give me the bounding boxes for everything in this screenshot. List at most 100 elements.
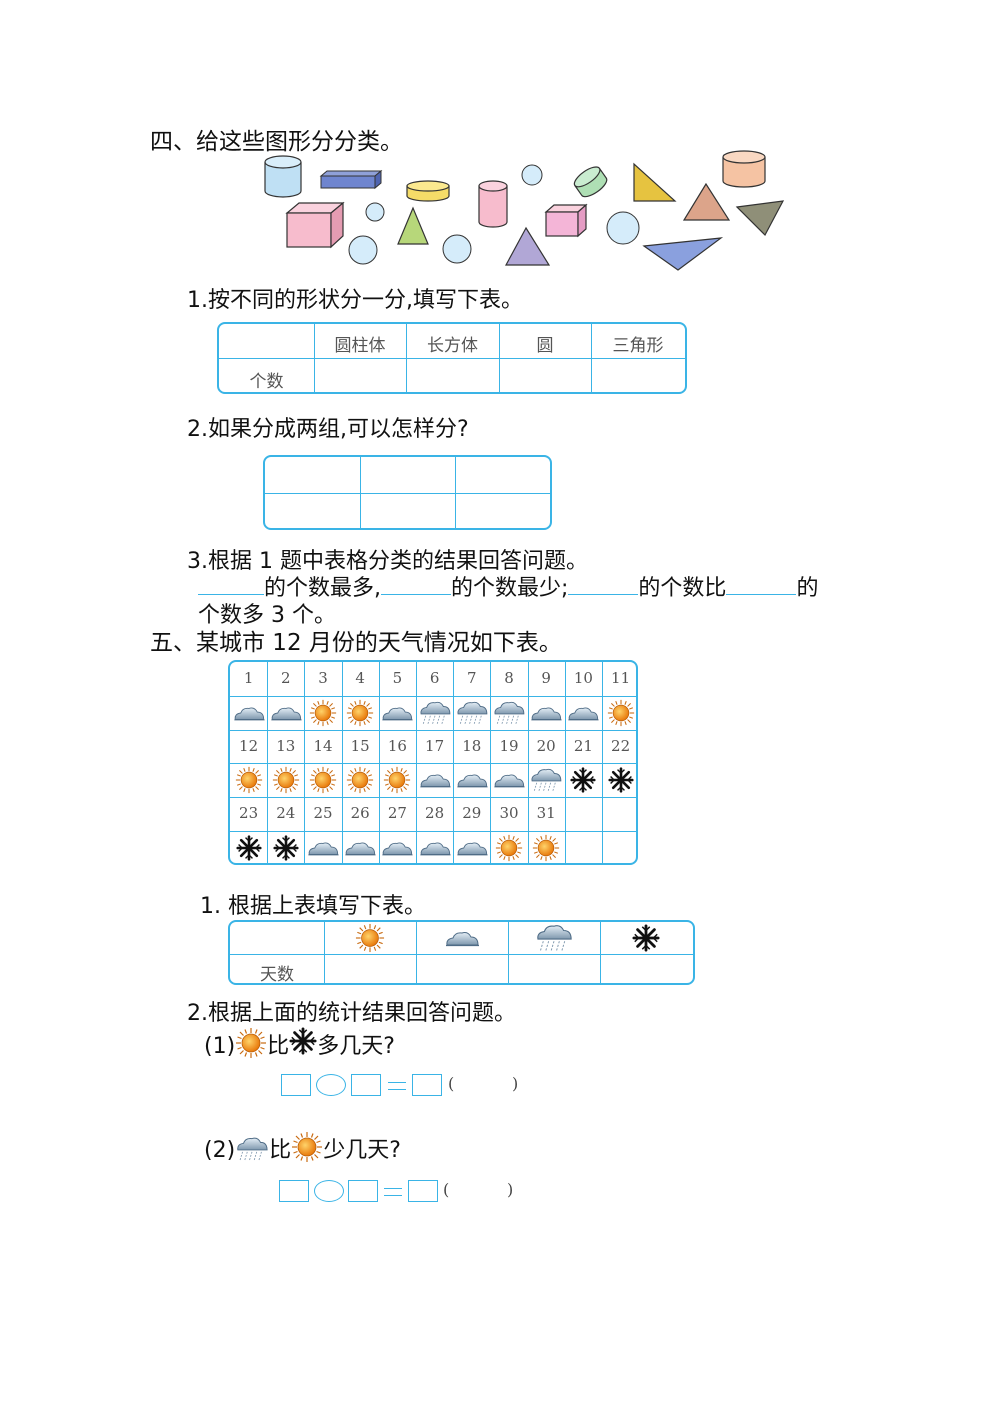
calendar-day-number: 17 bbox=[425, 736, 445, 755]
triangle-icon bbox=[682, 182, 731, 221]
snowflake-icon bbox=[632, 924, 660, 952]
sun-icon bbox=[495, 834, 523, 862]
calendar-day-number: 23 bbox=[239, 804, 259, 823]
calendar-column-divider bbox=[416, 662, 417, 863]
calendar-row-divider bbox=[230, 695, 636, 697]
days-input-snowy[interactable] bbox=[601, 955, 693, 983]
circle-icon bbox=[606, 211, 640, 245]
operator-oval[interactable] bbox=[314, 1180, 344, 1202]
calendar-column-divider bbox=[304, 662, 306, 863]
circle-icon bbox=[348, 235, 378, 265]
count-input-cuboid[interactable] bbox=[407, 359, 499, 392]
days-input-cloudy[interactable] bbox=[417, 955, 508, 983]
cloud-icon bbox=[455, 837, 489, 859]
sun-icon bbox=[607, 699, 635, 727]
equation-box[interactable] bbox=[279, 1180, 309, 1202]
sun-icon bbox=[309, 766, 337, 794]
count-input-circle[interactable] bbox=[500, 359, 591, 392]
equation-box[interactable] bbox=[351, 1074, 381, 1096]
count-input-cylinder[interactable] bbox=[315, 359, 406, 392]
answer-blank[interactable] bbox=[198, 572, 264, 595]
group-table bbox=[263, 455, 552, 530]
calendar-column-divider bbox=[453, 662, 455, 863]
shapes-illustration bbox=[264, 150, 785, 271]
circle-icon bbox=[521, 164, 543, 186]
question-4-3-line1: 的个数最多,的个数最少;的个数比的 bbox=[198, 570, 818, 602]
cloud-icon bbox=[269, 702, 303, 724]
answer-blank[interactable] bbox=[568, 572, 639, 595]
sun-icon bbox=[235, 766, 263, 794]
group-cell[interactable] bbox=[265, 457, 360, 493]
calendar-day-number: 21 bbox=[573, 736, 593, 755]
snowflake-icon bbox=[570, 767, 596, 793]
section4-title: 四、给这些图形分分类。 bbox=[150, 129, 403, 155]
calendar-day-number: 18 bbox=[462, 736, 482, 755]
equals-sign bbox=[388, 1082, 406, 1090]
calendar-day-number: 2 bbox=[281, 669, 291, 687]
equation-box[interactable] bbox=[281, 1074, 311, 1096]
shape-count-table: 圆柱体 长方体 圆 三角形 个数 bbox=[217, 322, 687, 394]
question-5-2-2: (2)比少几天? bbox=[204, 1131, 401, 1164]
sun-icon bbox=[291, 1131, 323, 1163]
group-cell[interactable] bbox=[361, 494, 455, 528]
sun-icon bbox=[346, 699, 374, 727]
sun-icon bbox=[532, 834, 560, 862]
group-cell[interactable] bbox=[456, 457, 550, 493]
triangle-icon bbox=[397, 206, 429, 245]
calendar-day-number: 6 bbox=[429, 669, 440, 687]
days-input-sunny[interactable] bbox=[325, 955, 416, 983]
open-paren: ( bbox=[443, 1180, 450, 1199]
calendar-day-number: 14 bbox=[313, 736, 333, 755]
cylinder-icon bbox=[573, 166, 608, 198]
group-cell[interactable] bbox=[265, 494, 360, 528]
equation-box[interactable] bbox=[348, 1180, 378, 1202]
cloud-icon bbox=[306, 837, 340, 859]
close-paren: ) bbox=[507, 1180, 514, 1199]
question-5-2: 2.根据上面的统计结果回答问题。 bbox=[187, 1001, 516, 1026]
calendar-day-number: 7 bbox=[467, 669, 477, 687]
rain-icon bbox=[235, 1135, 269, 1163]
equation-box[interactable] bbox=[412, 1074, 442, 1096]
calendar-day-number: 20 bbox=[536, 736, 556, 755]
rain-icon bbox=[492, 700, 526, 726]
answer-blank[interactable] bbox=[726, 572, 797, 595]
operator-oval[interactable] bbox=[316, 1074, 346, 1096]
count-input-triangle[interactable] bbox=[592, 359, 684, 392]
unit-blank[interactable] bbox=[458, 1072, 508, 1096]
calendar-column-divider bbox=[527, 662, 529, 863]
calendar-row-divider bbox=[230, 797, 636, 799]
header-circle: 圆 bbox=[536, 336, 554, 356]
calendar-row-divider bbox=[230, 831, 636, 832]
calendar-column-divider bbox=[267, 662, 269, 863]
unit-blank[interactable] bbox=[453, 1178, 503, 1202]
calendar-column-divider bbox=[490, 662, 492, 863]
calendar-day-number: 26 bbox=[350, 804, 370, 823]
circle-icon bbox=[365, 202, 385, 222]
cloud-icon bbox=[232, 702, 266, 724]
calendar-column-divider bbox=[341, 662, 343, 863]
calendar-row-divider bbox=[230, 763, 636, 765]
calendar-day-number: 24 bbox=[276, 804, 296, 823]
rain-icon bbox=[418, 700, 452, 726]
snowflake-icon bbox=[608, 767, 634, 793]
cloud-icon bbox=[343, 837, 377, 859]
cloud-icon bbox=[418, 837, 452, 859]
group-cell[interactable] bbox=[456, 494, 550, 528]
group-cell[interactable] bbox=[361, 457, 455, 493]
triangle-icon bbox=[504, 226, 551, 266]
header-cuboid: 长方体 bbox=[427, 336, 478, 356]
rain-icon bbox=[529, 767, 563, 793]
calendar-day-number: 13 bbox=[276, 736, 296, 755]
cloud-icon bbox=[529, 702, 563, 724]
cloud-icon bbox=[418, 769, 452, 791]
sun-icon bbox=[272, 766, 300, 794]
calendar-day-number: 10 bbox=[573, 669, 593, 687]
cube-icon bbox=[285, 201, 345, 249]
calendar-day-number: 9 bbox=[541, 669, 551, 687]
equals-sign bbox=[384, 1188, 402, 1196]
equation-box[interactable] bbox=[408, 1180, 438, 1202]
triangle-icon bbox=[633, 162, 677, 202]
calendar-row-divider bbox=[230, 729, 636, 731]
days-input-rainy[interactable] bbox=[509, 955, 600, 983]
answer-blank[interactable] bbox=[381, 572, 451, 595]
